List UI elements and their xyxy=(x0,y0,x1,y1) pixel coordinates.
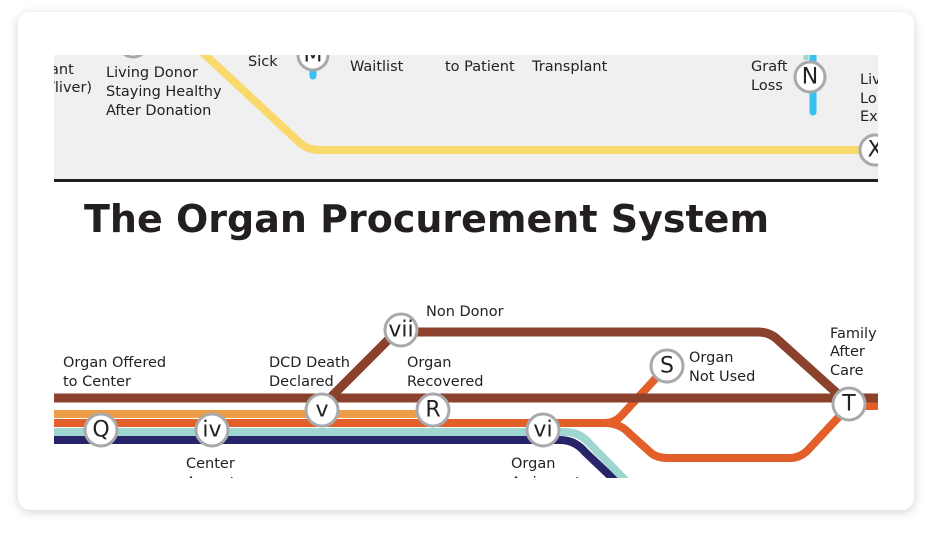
label-family-1: Family xyxy=(830,326,877,342)
label-living-donor-3: After Donation xyxy=(106,103,211,119)
station-vii[interactable]: vii xyxy=(383,312,419,348)
brown-line-non-donor xyxy=(326,327,853,408)
svg-text:vii: vii xyxy=(388,318,413,343)
label-partial-1: ant xyxy=(50,62,74,78)
station-q[interactable]: Q xyxy=(83,412,119,448)
station-s[interactable]: S xyxy=(649,348,685,384)
label-partial-2: /liver) xyxy=(50,80,92,96)
svg-text:X: X xyxy=(867,138,882,163)
svg-text:v: v xyxy=(315,398,328,423)
label-living-donor-2: Staying Healthy xyxy=(106,84,222,100)
label-non-donor: Non Donor xyxy=(426,304,504,320)
label-dcd-1: DCD Death xyxy=(269,355,350,371)
station-r[interactable]: R xyxy=(415,392,451,428)
label-offered-1: Organ Offered xyxy=(63,355,166,371)
station-x[interactable]: X xyxy=(858,133,890,167)
top-map: M N X ant /liver) Living Donor Staying H… xyxy=(50,27,890,180)
station-partial[interactable] xyxy=(118,27,148,59)
label-right-2: Lo xyxy=(860,91,877,107)
label-living-donor-1: Living Donor xyxy=(106,65,198,81)
bottom-map: Q iv v vii R vi S T Organ Offered to Cen… xyxy=(54,304,878,491)
label-recovered-2: Recovered xyxy=(407,374,483,390)
label-dcd-2: Declared xyxy=(269,374,334,390)
station-t[interactable]: T xyxy=(831,386,867,422)
label-arrives-2: Arrives at xyxy=(511,475,581,491)
label-not-used-1: Organ xyxy=(689,350,733,366)
label-arrives-1: Organ xyxy=(511,456,555,472)
teal-line xyxy=(54,428,629,478)
svg-text:M: M xyxy=(304,43,323,68)
label-graft-1: Graft xyxy=(751,59,788,75)
station-m[interactable]: M xyxy=(296,40,330,72)
label-family-2: After xyxy=(830,344,865,360)
label-recovered-1: Organ xyxy=(407,355,451,371)
label-sick: Sick xyxy=(248,54,278,70)
orange-line-to-family xyxy=(604,403,852,462)
label-to-patient: to Patient xyxy=(445,59,515,75)
svg-text:vi: vi xyxy=(533,418,552,443)
station-vi[interactable]: vi xyxy=(525,412,561,448)
svg-text:T: T xyxy=(841,392,856,417)
section-divider xyxy=(54,179,878,182)
label-family-3: Care xyxy=(830,363,864,379)
label-accepts-2: Accepts xyxy=(186,475,243,491)
label-accepts-1: Center xyxy=(186,456,235,472)
label-right-1: Liv xyxy=(860,72,881,88)
station-iv[interactable]: iv xyxy=(194,412,230,448)
top-panel-bg xyxy=(54,55,878,180)
svg-text:iv: iv xyxy=(202,418,221,443)
label-right-3: Exp xyxy=(860,109,887,125)
section-title: The Organ Procurement System xyxy=(84,197,769,241)
svg-text:S: S xyxy=(660,354,674,379)
label-waitlist: Waitlist xyxy=(350,59,404,75)
label-transplant: Transplant xyxy=(531,59,608,75)
yellow-line xyxy=(199,55,875,154)
station-v[interactable]: v xyxy=(304,392,340,428)
label-offered-2: to Center xyxy=(63,374,131,390)
navy-line xyxy=(54,436,619,478)
station-n[interactable]: N xyxy=(793,60,827,94)
svg-text:Q: Q xyxy=(92,418,109,443)
label-graft-2: Loss xyxy=(751,78,783,94)
svg-text:R: R xyxy=(425,398,440,423)
svg-text:N: N xyxy=(802,65,818,90)
label-not-used-2: Not Used xyxy=(689,369,755,385)
